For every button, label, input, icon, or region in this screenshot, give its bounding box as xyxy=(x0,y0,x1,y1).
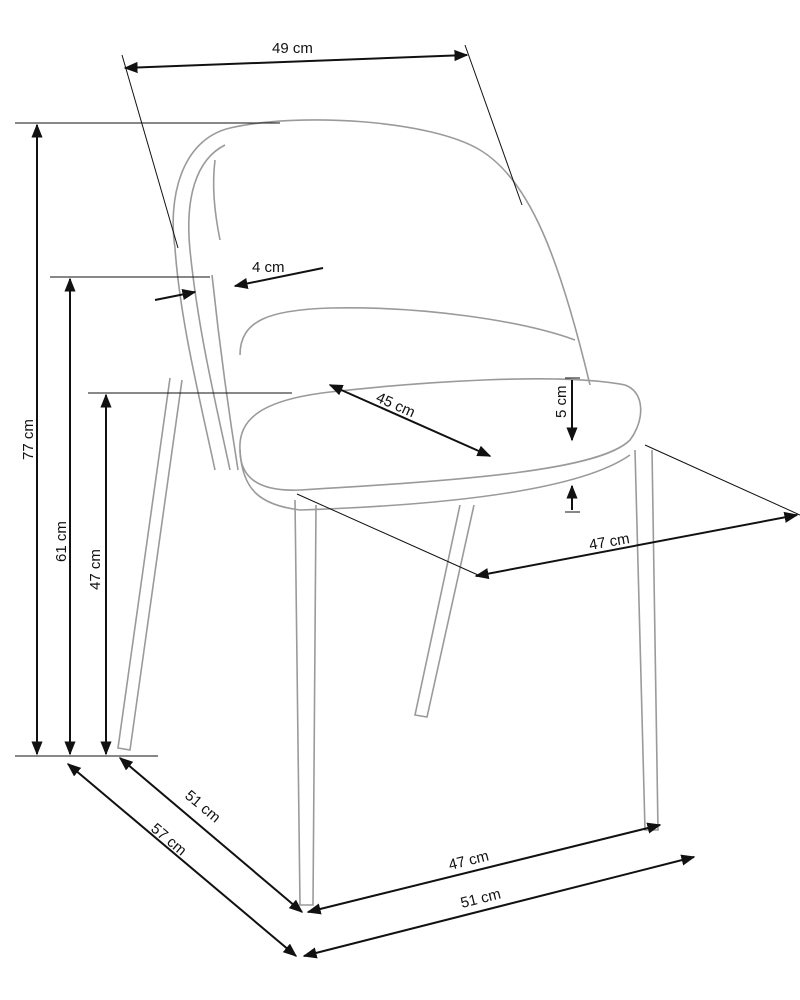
chair-backrest-inner xyxy=(187,144,226,251)
label-total-height: 77 cm xyxy=(20,419,37,460)
chair-front-left-leg xyxy=(294,499,317,906)
dim-back-width xyxy=(123,49,469,74)
label-seat-width: 47 cm xyxy=(588,530,631,554)
label-armrest-height: 61 cm xyxy=(53,521,70,562)
label-legs-width: 47 cm xyxy=(447,848,491,874)
chair-drawing xyxy=(117,119,659,906)
label-base-depth: 51 cm xyxy=(181,787,223,826)
label-seat-height: 47 cm xyxy=(87,549,104,590)
label-seat-depth-diag: 45 cm xyxy=(373,389,417,421)
dimension-lines xyxy=(31,49,799,959)
dimension-labels: 49 cm 4 cm 45 cm 5 cm 47 cm 77 cm 61 cm … xyxy=(20,40,631,912)
label-back-width: 49 cm xyxy=(272,40,313,57)
dim-overall-width xyxy=(302,854,696,959)
chair-back-cutout xyxy=(239,307,576,356)
chair-seat-edge xyxy=(239,449,631,511)
label-back-thickness: 4 cm xyxy=(252,259,285,276)
dim-base-depth xyxy=(118,757,304,913)
dim-seat-depth-diag xyxy=(328,384,492,457)
dim-back-thickness-b xyxy=(233,267,324,289)
chair-back-right-leg xyxy=(414,504,475,718)
dim-seat-width xyxy=(474,511,799,580)
dim-back-thickness-a xyxy=(154,288,197,301)
chair-backrest-side xyxy=(174,247,239,471)
label-seat-thickness: 5 cm xyxy=(553,385,570,418)
chair-front-right-leg xyxy=(634,449,659,831)
label-overall-depth: 57 cm xyxy=(147,820,189,859)
dim-overall-depth xyxy=(66,763,298,957)
chair-back-left-leg xyxy=(117,377,183,751)
chair-backrest xyxy=(172,119,591,386)
